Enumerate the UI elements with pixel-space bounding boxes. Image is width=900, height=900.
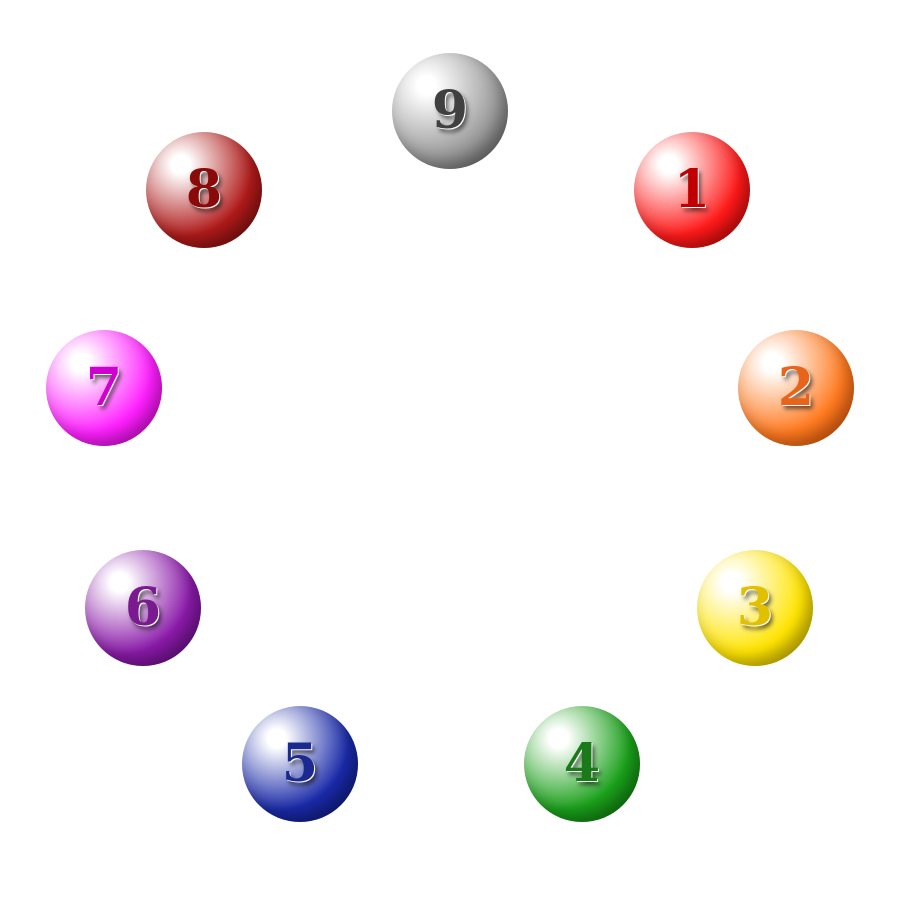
ball-9[interactable]: 9 <box>392 53 508 169</box>
ball-5[interactable]: 5 <box>242 706 358 822</box>
ball-4-label: 4 <box>563 733 601 794</box>
ball-4[interactable]: 4 <box>524 706 640 822</box>
ball-6-label: 6 <box>124 577 162 638</box>
ball-5-label: 5 <box>281 733 319 794</box>
ball-7[interactable]: 7 <box>46 330 162 446</box>
ball-2[interactable]: 2 <box>738 330 854 446</box>
ball-7-label: 7 <box>85 357 123 418</box>
ball-3-label: 3 <box>736 577 774 638</box>
ball-1-label: 1 <box>673 159 711 220</box>
ball-6[interactable]: 6 <box>85 550 201 666</box>
ball-8[interactable]: 8 <box>146 132 262 248</box>
ball-3[interactable]: 3 <box>697 550 813 666</box>
ball-8-label: 8 <box>185 159 223 220</box>
ball-2-label: 2 <box>777 357 815 418</box>
ball-9-label: 9 <box>431 80 469 141</box>
ball-1[interactable]: 1 <box>634 132 750 248</box>
